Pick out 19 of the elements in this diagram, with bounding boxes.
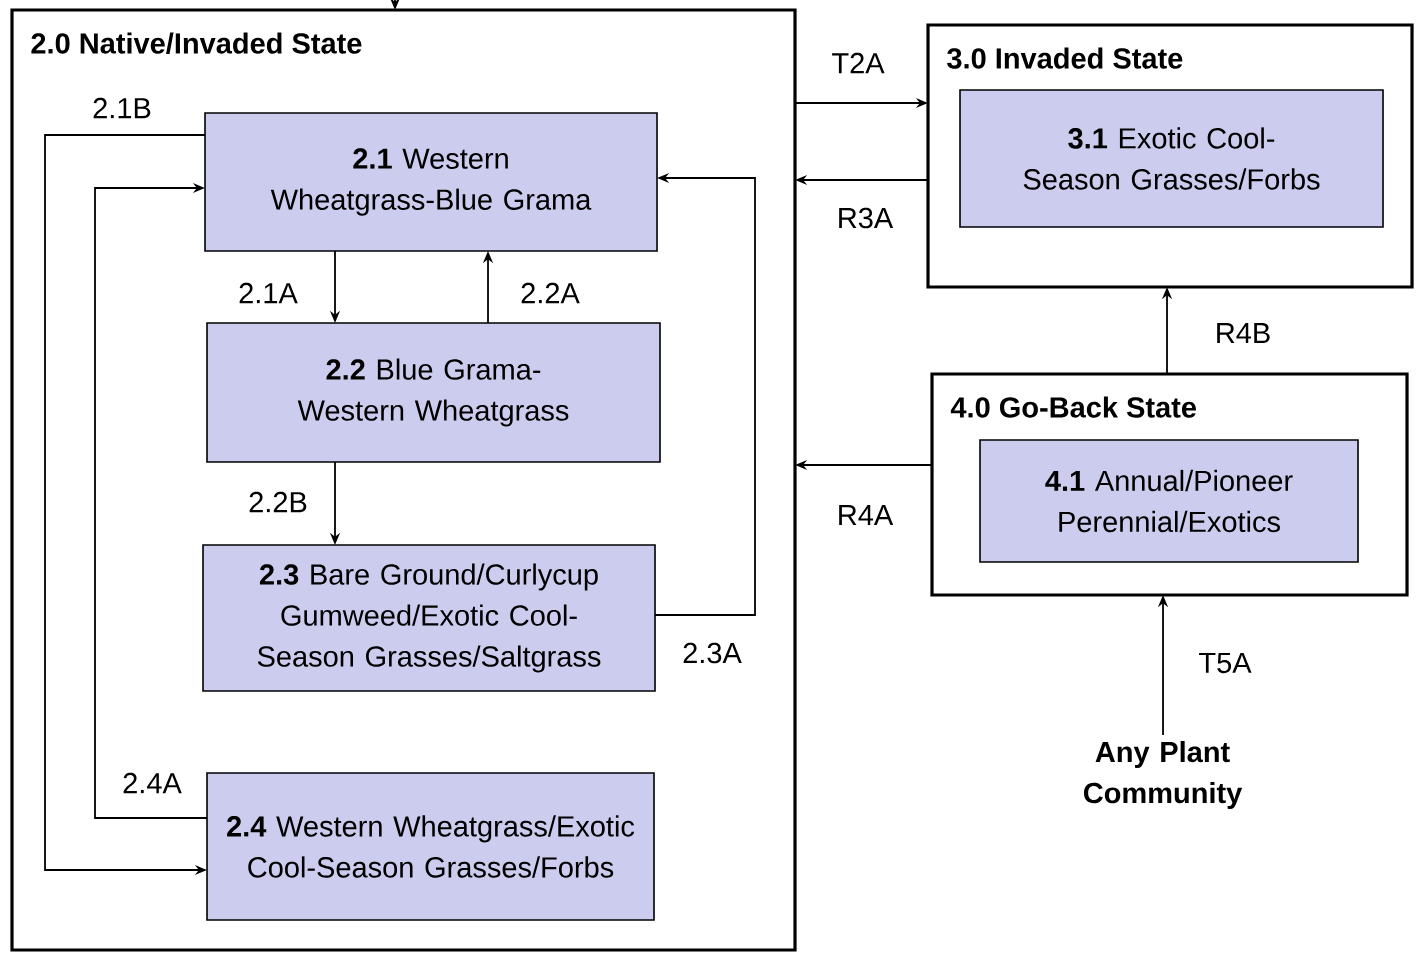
community-box: 3.1 Exotic Cool-Season Grasses/Forbs [959,89,1384,228]
edge-label: 2.2B [249,491,307,513]
edge-label: 2.4A [123,772,182,794]
edge-label: T5A [1199,652,1252,674]
community-box: 2.1 Western Wheatgrass-Blue Grama [204,112,658,252]
community-box: 2.4 Western Wheatgrass/Exotic Cool-Season Grasses/Forbs [206,772,655,921]
edge-label: R3A [839,207,894,229]
arrow [94,182,208,819]
community-label: Any Plant Community [1083,741,1243,810]
community-box: 4.1 Annual/Pioneer Perennial/Exotics [979,439,1359,563]
community-box: 2.3 Bare Ground/Curlycup Gumweed/Exotic Cool-Season Grasses/Saltgrass [202,544,656,692]
edge-label: 2.1A [239,282,298,304]
community-box: 2.2 Blue Grama-Western Wheatgrass [206,322,661,463]
edge-label: 2.3A [683,642,742,664]
edge-label: R4A [839,505,894,525]
edge-label: T2A [832,52,885,74]
edge-label: R4B [1217,323,1270,343]
edge-label: 2.2A [521,282,580,304]
edge-label: 2.1B [93,97,151,119]
